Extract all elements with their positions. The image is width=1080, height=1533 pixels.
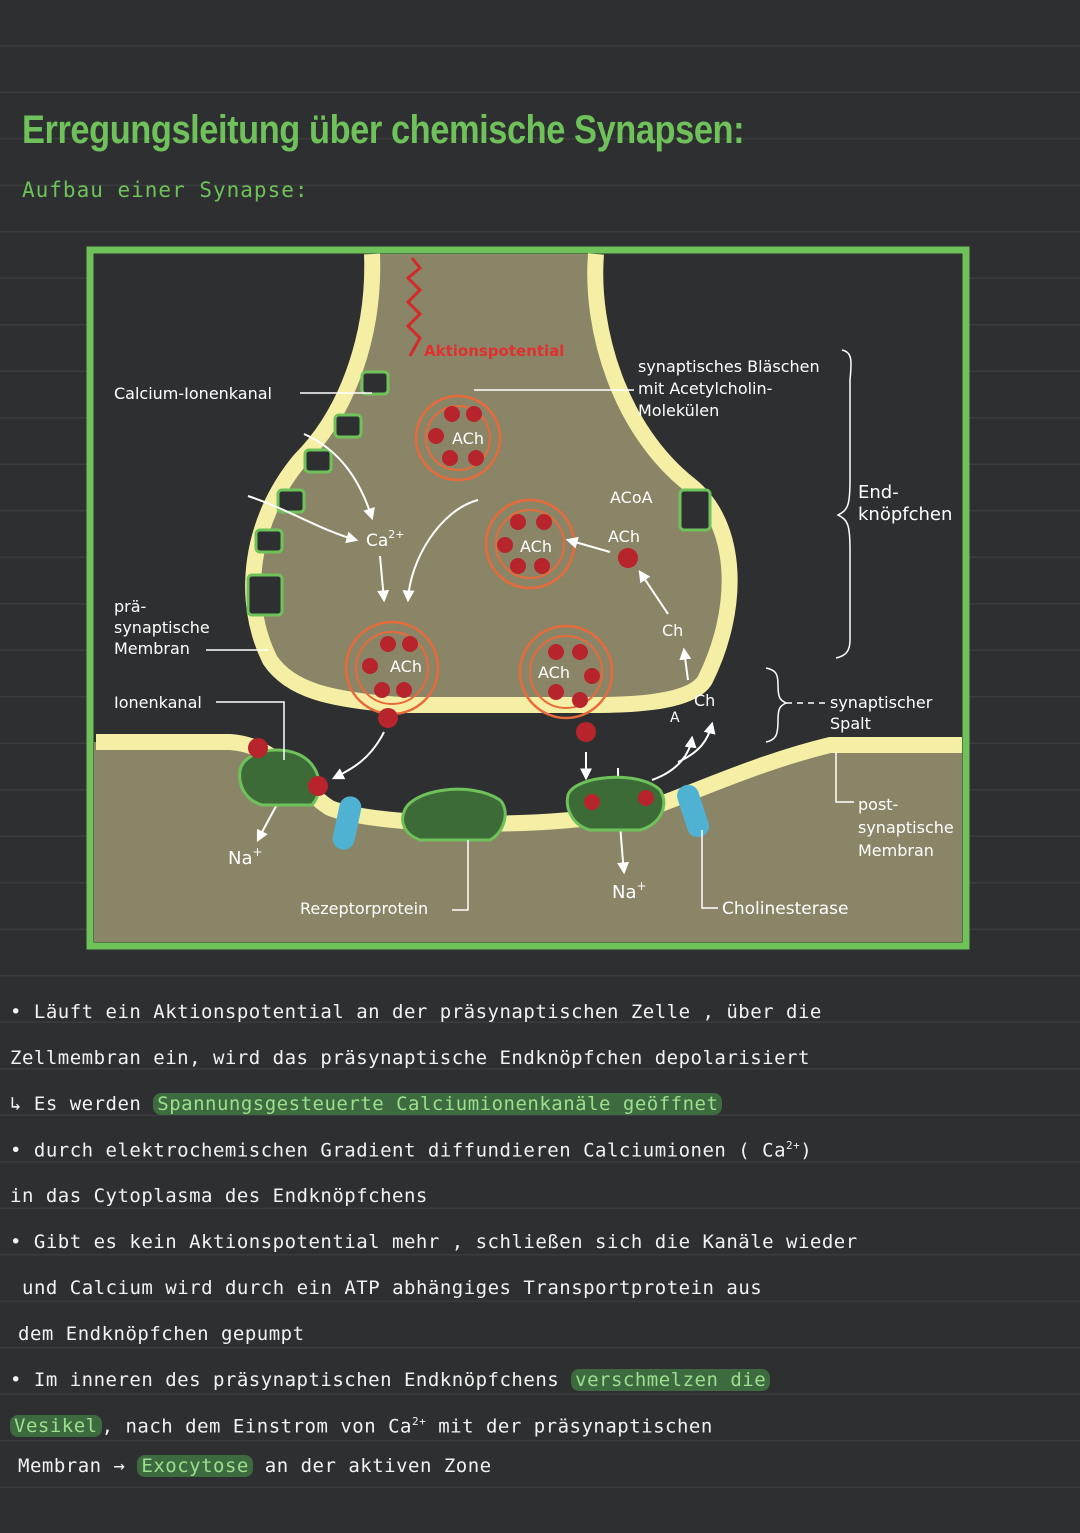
ach-label: ACh [520, 537, 552, 556]
cholinesterase-enzyme [332, 796, 362, 850]
blaeschen-label-3: Molekülen [638, 401, 719, 420]
note-text: , nach dem Einstrom von Ca [101, 1415, 412, 1438]
note-line: Vesikel, nach dem Einstrom von Ca2+ mit … [10, 1415, 713, 1438]
highlight: verschmelzen die [571, 1369, 771, 1391]
calcium-channels [246, 370, 712, 617]
cholinesterase-label: Cholinesterase [722, 899, 848, 919]
note-text: Membran → [18, 1455, 138, 1477]
sodium-ion-charge: + [253, 845, 263, 859]
ach-label: ACh [452, 429, 484, 448]
rezeptorprotein-label: Rezeptorprotein [300, 899, 428, 918]
ach-label: ACh [538, 663, 570, 682]
ionenkanal-label: Ionenkanal [114, 693, 202, 712]
arrows [247, 433, 716, 875]
calcium-ionenkanal-label: Calcium-Ionenkanal [114, 384, 272, 403]
note-line: • Läuft ein Aktionspotential an der präs… [10, 1001, 822, 1023]
highlight: Exocytose [137, 1455, 253, 1477]
cholinesterase-enzyme [677, 784, 709, 838]
sodium-ion-base: Na [228, 848, 253, 869]
postsyn-label-1: post- [858, 795, 898, 814]
spalt-label-2: Spalt [830, 714, 871, 733]
blaeschen-label-2: mit Acetylcholin- [638, 379, 772, 398]
vesicle: ACh [414, 394, 502, 482]
praesyn-label-2: synaptische [114, 618, 210, 637]
note-line: ↳ Es werden Spannungsgesteuerte Calciumi… [10, 1093, 723, 1115]
praesyn-label-3: Membran [114, 639, 190, 658]
note-line: Membran → Exocytose an der aktiven Zone [18, 1455, 492, 1477]
page-subtitle: Aufbau einer Synapse: [22, 178, 309, 202]
ach-molecule [584, 794, 600, 810]
postsynaptic-cell [94, 742, 962, 942]
note-text: • Im inneren des präsynaptischen Endknöp… [10, 1369, 560, 1391]
ach-molecule [618, 548, 638, 568]
ach-label: ACh [608, 527, 640, 546]
note-text: • durch elektrochemischen Gradient diffu… [10, 1139, 787, 1162]
postsyn-label-2: synaptische [858, 818, 954, 837]
superscript: 2+ [786, 1139, 801, 1152]
receptor-proteins [238, 748, 666, 842]
calcium-ion-label: Ca2+ [366, 528, 405, 551]
note-line: • durch elektrochemischen Gradient diffu… [10, 1139, 812, 1161]
sodium-ion-base: Na [612, 882, 637, 903]
note-line: • Im inneren des präsynaptischen Endknöp… [10, 1369, 771, 1391]
presynaptic-membrane [245, 253, 738, 713]
a-label: A [670, 710, 680, 726]
note-line: Zellmembran ein, wird das präsynaptische… [10, 1047, 810, 1069]
acoa-label: ACoA [610, 488, 653, 507]
highlight: Spannungsgesteuerte Calciumionenkanäle g… [153, 1093, 723, 1115]
calcium-ion-base: Ca [366, 531, 388, 551]
note-text: an der aktiven Zone [252, 1455, 492, 1477]
vesicle: ACh [344, 620, 440, 728]
vesicle: ACh [518, 624, 614, 742]
postsyn-label-3: Membran [858, 841, 934, 860]
endknoepfchen-label-2: knöpfchen [858, 504, 952, 525]
sodium-ion-charge: + [637, 879, 647, 893]
sodium-ion-label: Na+ [612, 879, 647, 903]
synapse-diagram: Aktionspotential ACh ACh ACh [86, 246, 970, 950]
leader-lines [206, 349, 854, 911]
blaeschen-label-1: synaptisches Bläschen [638, 357, 820, 376]
endknoepfchen-label-1: End- [858, 482, 899, 503]
aktionspotential-label: Aktionspotential [424, 342, 564, 360]
spalt-label-1: synaptischer [830, 693, 933, 712]
note-text: ) [800, 1139, 813, 1162]
ch-label: Ch [662, 621, 683, 640]
ach-label: ACh [390, 657, 422, 676]
note-text: ↳ Es werden [10, 1093, 142, 1115]
highlight: Vesikel [10, 1415, 102, 1438]
note-line: • Gibt es kein Aktionspotential mehr , s… [10, 1231, 858, 1253]
ach-molecule [638, 790, 654, 806]
superscript: 2+ [412, 1415, 427, 1428]
note-line: dem Endknöpfchen gepumpt [18, 1323, 305, 1345]
page-title: Erregungsleitung über chemische Synapsen… [22, 108, 745, 152]
note-line: in das Cytoplasma des Endknöpfchens [10, 1185, 428, 1207]
ch-label: Ch [694, 691, 715, 710]
praesyn-label-1: prä- [114, 597, 146, 616]
sodium-ion-label: Na+ [228, 845, 263, 869]
ach-molecule [308, 776, 328, 796]
note-line: und Calcium wird durch ein ATP abhängige… [22, 1277, 763, 1299]
ach-molecule [248, 738, 268, 758]
calcium-ion-charge: 2+ [388, 528, 404, 541]
action-potential-zigzag [405, 257, 423, 357]
note-text: mit der präsynaptischen [426, 1415, 713, 1438]
